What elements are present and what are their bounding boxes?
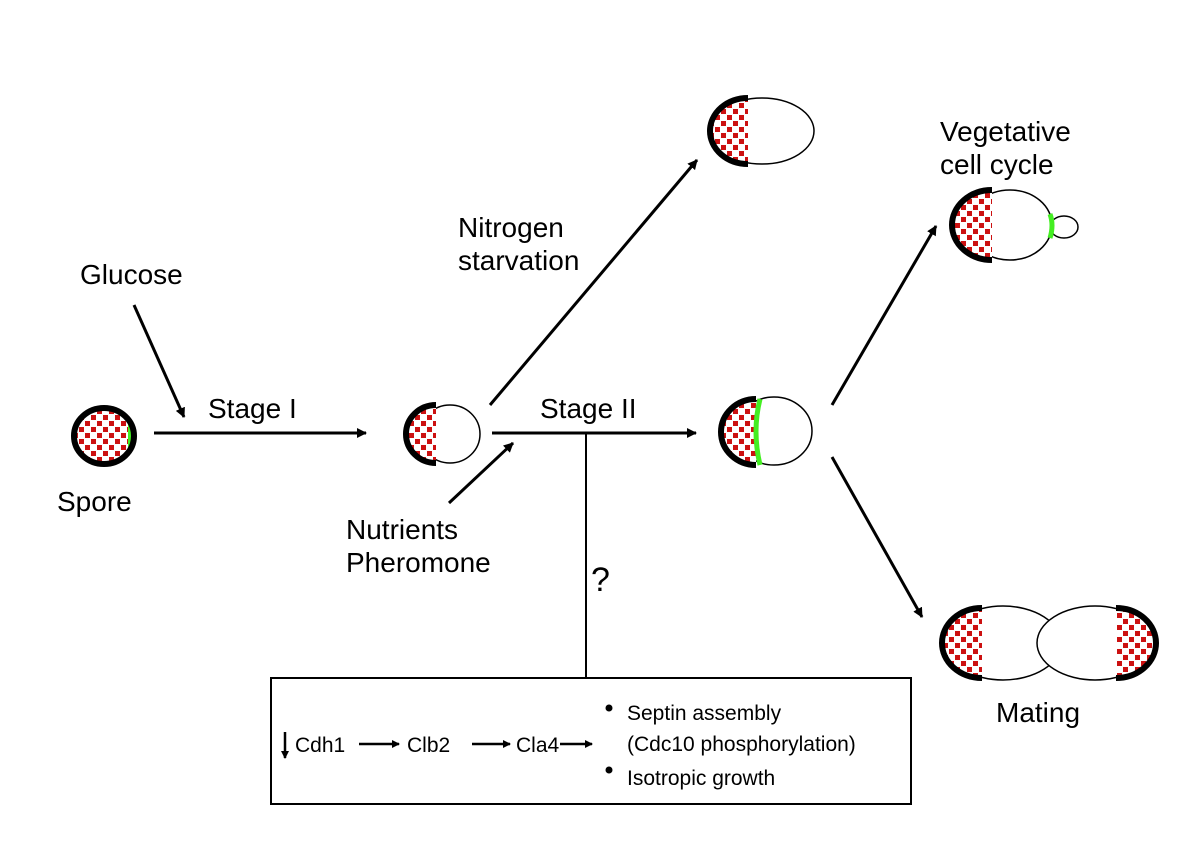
cla4-label: Cla4 <box>516 734 560 757</box>
bud-neck-septin <box>1047 213 1055 239</box>
nitrogen-label-line1: Nitrogen <box>458 212 564 243</box>
vegetative-cell <box>949 187 1079 263</box>
glucose-arrow <box>132 304 186 418</box>
outcome-isotropic-growth: Isotropic growth <box>627 767 775 790</box>
outcome-cdc10-phosphorylation: (Cdc10 phosphorylation) <box>627 733 856 756</box>
nitrogen-starvation-cell <box>707 95 815 167</box>
nutrients-label-line1: Nutrients <box>346 514 458 545</box>
stage2-septin-ring <box>753 398 763 466</box>
nitrogen-arrow <box>488 159 699 406</box>
unknown-link-label: ? <box>591 561 610 599</box>
vegetative-arrow <box>830 225 938 406</box>
vegetative-label-line1: Vegetative <box>940 116 1071 147</box>
cdh1-label: Cdh1 <box>295 734 345 757</box>
stage1-cell <box>403 402 481 466</box>
stage2-label: Stage II <box>540 393 637 424</box>
nitrogen-label-line2: starvation <box>458 245 579 276</box>
spore-label: Spore <box>57 486 132 517</box>
mating-arrow <box>830 456 924 618</box>
spore-cell <box>71 405 137 467</box>
bullet-2 <box>605 766 613 774</box>
outcome-septin-assembly: Septin assembly <box>627 702 782 725</box>
bullet-1 <box>605 704 613 712</box>
stage2-cell <box>718 396 813 468</box>
glucose-label: Glucose <box>80 259 183 290</box>
labels: Glucose Stage I Stage II Spore Nitrogen … <box>57 116 1080 728</box>
nutrients-arrow <box>447 441 515 505</box>
mating-label: Mating <box>996 697 1080 728</box>
pathway-box: Cdh1 Clb2 Cla4 Septin assembly (Cdc10 ph… <box>270 677 912 805</box>
clb2-label: Clb2 <box>407 734 450 757</box>
vegetative-label-line2: cell cycle <box>940 149 1054 180</box>
nutrients-label-line2: Pheromone <box>346 547 491 578</box>
stage1-label: Stage I <box>208 393 297 424</box>
mating-cells <box>939 605 1159 681</box>
arrows <box>132 159 938 678</box>
